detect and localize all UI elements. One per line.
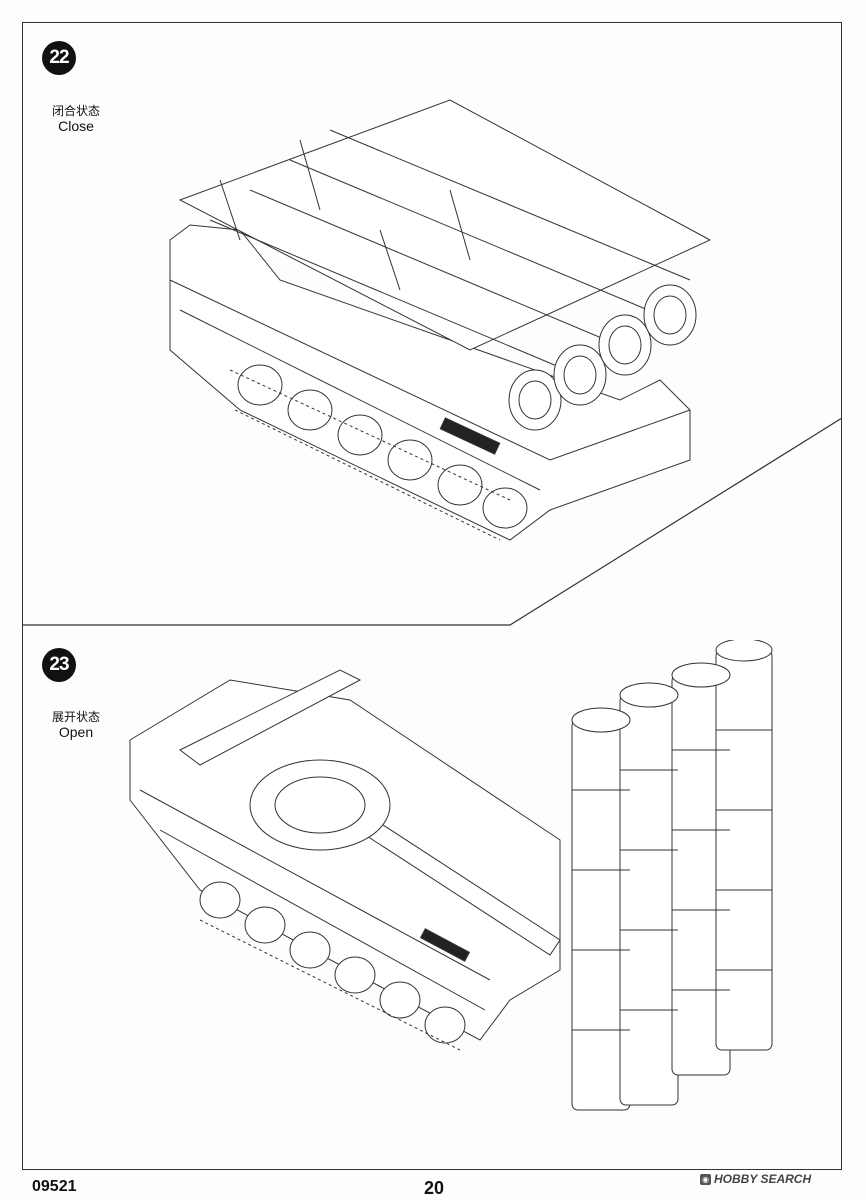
step-23-label-en: Open [58,724,94,740]
page-number: 20 [424,1178,445,1198]
watermark-text: HOBBY SEARCH [714,1172,812,1186]
step-22-label-en: Close [58,118,94,134]
product-code: 09521 [32,1178,77,1195]
step-22-label-cn: 闭合状态 [51,104,100,118]
step-23-state-label: 展开状态 Open [40,710,112,740]
launcher-closed-illustration [169,99,710,541]
step-22-badge: 22 [42,41,76,75]
step-23-label-cn: 展开状态 [51,710,100,724]
hobbysearch-logo-icon: ◉ [700,1173,711,1185]
watermark: ◉ HOBBY SEARCH [700,1172,811,1186]
step-23-badge: 23 [42,648,76,682]
step-22-state-label: 闭合状态 Close [40,104,112,134]
launcher-open-illustration [129,640,773,1111]
